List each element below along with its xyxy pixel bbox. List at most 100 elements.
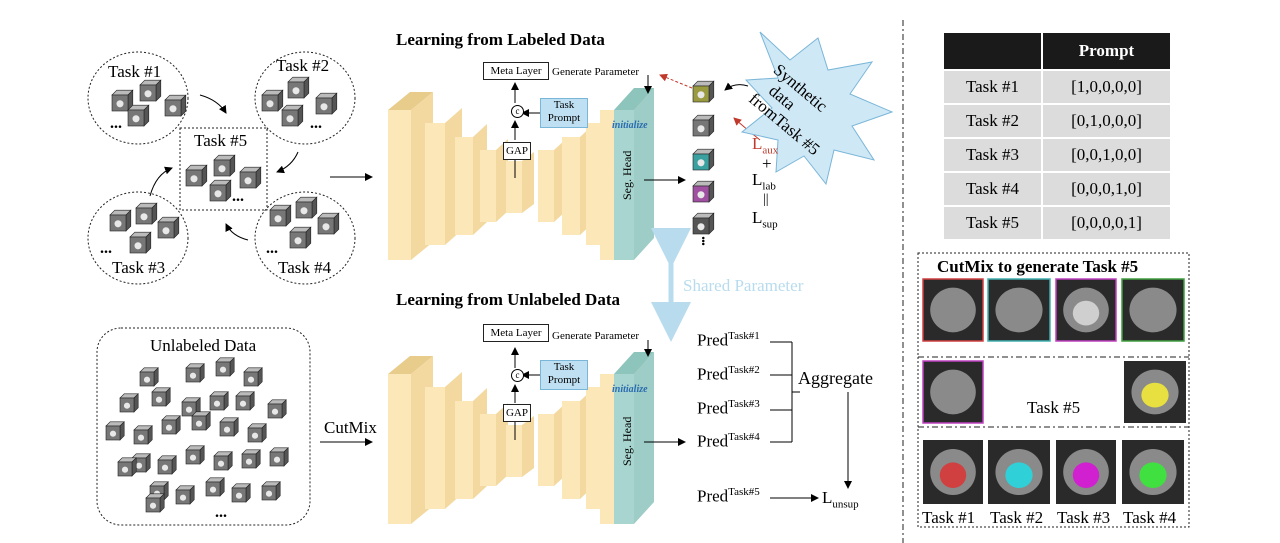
volume-cube-icon xyxy=(161,415,181,435)
loss-lab-sub: lab xyxy=(762,180,776,193)
prompt-table-h1: Prompt xyxy=(1041,31,1172,71)
volume-cube-icon xyxy=(231,483,251,503)
caption-task3: Task #3 xyxy=(1057,508,1111,527)
table-row: Task #5[0,0,0,0,1] xyxy=(942,205,1172,241)
volume-cube-icon xyxy=(241,449,261,469)
volume-cube-icon xyxy=(215,357,235,377)
volume-cube-icon xyxy=(129,231,152,254)
volume-cube-icon xyxy=(209,179,232,202)
task1-ellipsis: ... xyxy=(110,115,122,132)
volume-cube-icon xyxy=(181,397,201,417)
caption-task4: Task #4 xyxy=(1123,508,1177,527)
task-prompt-bottom-l1: Task xyxy=(553,361,575,373)
volume-cube-icon xyxy=(235,391,255,411)
volume-cube-icon xyxy=(692,148,715,171)
caption-task1: Task #1 xyxy=(922,508,976,527)
volume-cube-icon xyxy=(109,209,132,232)
volume-cube-icon xyxy=(243,367,263,387)
volume-cube-icon xyxy=(289,226,312,249)
table-cell: Task #2 xyxy=(942,103,1043,139)
concat-top: c xyxy=(511,105,524,118)
ct-slice-image xyxy=(1056,440,1116,504)
task5-box xyxy=(179,127,268,211)
volume-cube-icon xyxy=(213,451,233,471)
volume-cube-icon xyxy=(185,363,205,383)
caption-task2: Task #2 xyxy=(990,508,1044,527)
volume-cube-icon xyxy=(127,104,150,127)
table-cell: [0,0,0,1,0] xyxy=(1041,171,1172,207)
pred-column-ellipsis: ... xyxy=(698,236,715,245)
loss-sup-sub: sup xyxy=(762,218,778,231)
ct-slice-image xyxy=(1055,278,1117,342)
cutmix-panel-title: CutMix to generate Task #5 xyxy=(937,257,1139,276)
volume-cube-icon xyxy=(261,89,284,112)
ct-slice-image xyxy=(1124,361,1186,423)
labeled-title: Learning from Labeled Data xyxy=(396,30,605,49)
pred-task2-sup: Task#2 xyxy=(728,364,760,376)
volume-cube-icon xyxy=(133,425,153,445)
volume-cube-icon xyxy=(247,423,267,443)
pred-task4-base: Pred xyxy=(697,431,729,451)
meta-layer-top: Meta Layer xyxy=(483,62,549,80)
loss-plus: + xyxy=(762,154,772,173)
task1-label: Task #1 xyxy=(108,62,162,81)
prompt-table-h0 xyxy=(942,31,1043,71)
volume-cube-icon xyxy=(261,481,281,501)
task2-label: Task #2 xyxy=(276,56,330,75)
task2-ellipsis: ... xyxy=(310,115,322,132)
meta-layer-bottom: Meta Layer xyxy=(483,324,549,342)
volume-cube-icon xyxy=(111,89,134,112)
table-cell: Task #4 xyxy=(942,171,1043,207)
task2-circle xyxy=(254,51,356,145)
synthetic-burst xyxy=(740,31,894,186)
cutmix-task5-label: Task #5 xyxy=(1027,398,1081,417)
volume-cube-icon xyxy=(205,477,225,497)
task1-circle xyxy=(87,51,189,145)
volume-cube-icon xyxy=(145,493,165,513)
volume-cube-icon xyxy=(191,411,211,431)
task-prompt-top-l2: Prompt xyxy=(547,112,581,124)
ct-slice-image xyxy=(922,360,984,424)
volume-cube-icon xyxy=(239,166,262,189)
loss-lab: Llab xyxy=(752,170,776,192)
loss-unsup-sub: unsup xyxy=(832,498,859,511)
volume-cube-icon xyxy=(692,212,715,235)
loss-sup: Lsup xyxy=(752,208,778,230)
volume-cube-icon xyxy=(164,94,187,117)
pred-task2: PredTask#2 xyxy=(697,364,760,385)
volume-cube-icon xyxy=(185,164,208,187)
table-row: Task #3[0,0,1,0,0] xyxy=(942,137,1172,173)
volume-cube-icon xyxy=(317,212,340,235)
task-prompt-top: Task Prompt xyxy=(540,98,588,128)
volume-cube-icon xyxy=(315,92,338,115)
concat-bottom: c xyxy=(511,369,524,382)
table-cell: [0,1,0,0,0] xyxy=(1041,103,1172,139)
task-prompt-bottom-l2: Prompt xyxy=(547,374,581,386)
unlabeled-seg-head xyxy=(614,352,654,524)
unlabeled-data-label: Unlabeled Data xyxy=(150,336,257,355)
prompt-table-header: Prompt xyxy=(942,31,1172,71)
volume-cube-icon xyxy=(119,393,139,413)
pred-task3: PredTask#3 xyxy=(697,398,760,419)
pred-task1-base: Pred xyxy=(697,330,729,350)
ct-slice-image xyxy=(922,278,984,342)
volume-cube-icon xyxy=(157,216,180,239)
prompt-table: Prompt Task #1[1,0,0,0,0] Task #2[0,1,0,… xyxy=(942,31,1172,241)
task3-ellipsis: ... xyxy=(100,240,112,257)
initialize-top: initialize xyxy=(612,120,648,131)
table-cell: Task #5 xyxy=(942,205,1043,241)
volume-cube-icon xyxy=(135,202,158,225)
volume-cube-icon xyxy=(692,80,715,103)
task4-circle xyxy=(254,191,356,285)
volume-cube-icon xyxy=(281,104,304,127)
volume-cube-icon xyxy=(157,455,177,475)
volume-cube-icon xyxy=(692,180,715,203)
pred-task3-base: Pred xyxy=(697,398,729,418)
volume-cube-icon xyxy=(139,79,162,102)
pred-task5: PredTask#5 xyxy=(697,486,760,507)
unlabeled-encoder xyxy=(388,356,645,524)
